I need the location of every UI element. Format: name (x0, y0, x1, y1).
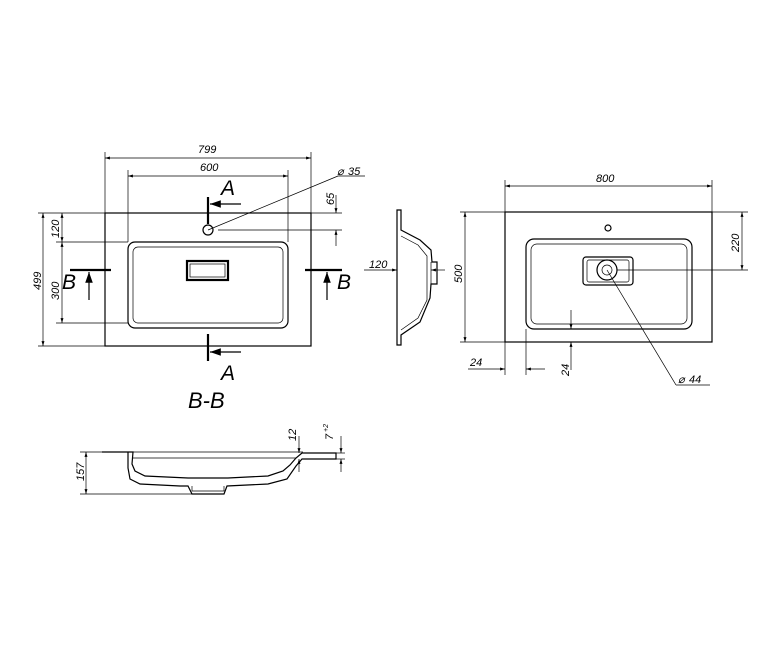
plan-dim-500: 500 (453, 264, 465, 283)
plan-view-drain-inner (601, 264, 613, 276)
side-view-profile (396, 209, 438, 346)
section-dim-157: 157 (75, 462, 87, 481)
dim-120-left: 120 (50, 219, 62, 238)
plan-view-bowl-outer (525, 238, 693, 330)
plan-dim-24-front: 24 (560, 364, 572, 377)
top-view-bowl-outer (127, 241, 289, 329)
top-view-tap-hole (202, 224, 214, 236)
plan-dim-44: 44 (689, 374, 701, 386)
section-b-right-label: B (337, 271, 351, 294)
section-a-top-label: A (219, 177, 235, 200)
section-a-bottom-label: A (219, 362, 235, 385)
top-view: 799 600 ⌀ 35 65 A A B B (32, 144, 365, 385)
side-dim-120: 120 (369, 259, 388, 271)
top-view-drain-inner (189, 263, 226, 278)
dim-300: 300 (50, 281, 62, 300)
dim-499: 499 (32, 272, 44, 290)
section-view: B-B 157 12 7 +2 (75, 388, 345, 495)
plan-dim-220: 220 (730, 233, 742, 253)
dim-600: 600 (200, 162, 219, 174)
section-title: B-B (188, 388, 225, 413)
plan-view-drain-box (582, 256, 634, 286)
section-dim-7: 7 (324, 433, 336, 440)
dim-799: 799 (198, 144, 216, 156)
plan-dim-800: 800 (596, 173, 615, 185)
top-view-bowl-inner (132, 246, 284, 324)
top-view-drain (185, 259, 230, 282)
dim-35: 35 (348, 166, 361, 178)
section-dim-7-tolerance: +2 (323, 424, 330, 432)
section-view-profile (102, 451, 337, 495)
dim-65: 65 (325, 192, 337, 205)
plan-dim-24-side: 24 (469, 357, 482, 369)
plan-view-bowl-inner (530, 243, 688, 325)
section-b-left-label: B (62, 271, 76, 294)
section-dim-12: 12 (287, 429, 299, 441)
side-view: 120 (364, 209, 445, 346)
plan-view-outline (504, 211, 713, 343)
plan-view: 800 500 220 24 24 ⌀ 44 (453, 173, 748, 386)
side-view-inner-profile (400, 235, 428, 331)
diameter-44-symbol: ⌀ (678, 374, 686, 386)
diameter-35-symbol: ⌀ (337, 166, 345, 178)
plan-view-tap-hole (604, 224, 612, 232)
